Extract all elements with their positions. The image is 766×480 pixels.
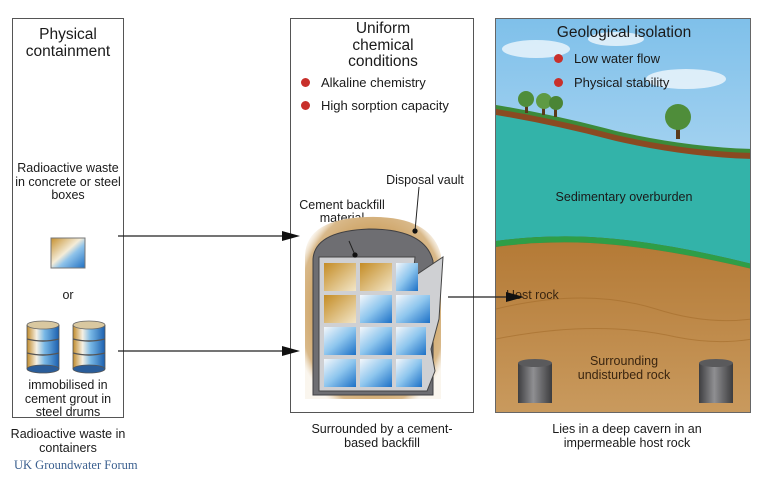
boxes-label: Radioactive waste in concrete or steel b… bbox=[15, 161, 121, 202]
cavern-left bbox=[518, 359, 552, 403]
bullet-physical-stability: Physical stability bbox=[554, 75, 669, 90]
arrow-drums-to-vault bbox=[118, 346, 300, 356]
bullet-alkaline-chemistry: Alkaline chemistry bbox=[301, 75, 426, 90]
caption-containers: Radioactive waste in containers bbox=[10, 427, 126, 455]
geological-isolation-panel: Geological isolation Low water flow Phys… bbox=[495, 18, 751, 413]
bullet-low-water-flow: Low water flow bbox=[554, 51, 660, 66]
waste-package-grid bbox=[324, 263, 430, 387]
geological-isolation-title: Geological isolation bbox=[556, 24, 692, 41]
bullet-text: Physical stability bbox=[574, 75, 670, 90]
bullet-high-sorption: High sorption capacity bbox=[301, 98, 449, 113]
caption-deep-cavern: Lies in a deep cavern in an impermeable … bbox=[552, 422, 702, 450]
cavern-right bbox=[699, 359, 733, 403]
credit-text: UK Groundwater Forum bbox=[14, 458, 138, 472]
bullet-dot bbox=[301, 78, 310, 87]
disposal-vault-diagram bbox=[305, 186, 444, 399]
sedimentary-overburden-label: Sedimentary overburden bbox=[555, 190, 693, 204]
bullet-dot bbox=[301, 101, 310, 110]
surrounding-rock-label: Surrounding undisturbed rock bbox=[577, 354, 671, 382]
caption-backfill: Surrounded by a cement-based backfill bbox=[311, 422, 453, 450]
chemical-conditions-panel: Uniform chemical conditions Alkaline che… bbox=[290, 18, 474, 413]
or-label: or bbox=[62, 288, 74, 302]
disposal-vault-label: Disposal vault bbox=[386, 173, 464, 187]
host-rock bbox=[496, 242, 750, 412]
arrow-boxes-to-vault bbox=[118, 231, 300, 241]
sedimentary-overburden bbox=[496, 115, 750, 264]
steel-drums-icon bbox=[26, 320, 106, 374]
waste-box-icon bbox=[50, 237, 86, 269]
physical-containment-title: Physical containment bbox=[25, 26, 111, 60]
bullet-text: Alkaline chemistry bbox=[321, 75, 426, 90]
bullet-text: High sorption capacity bbox=[321, 98, 449, 113]
trees-icon bbox=[518, 91, 691, 139]
physical-containment-panel: Physical containment Radioactive waste i… bbox=[12, 18, 124, 419]
drums-label: immobilised in cement grout in steel dru… bbox=[24, 378, 112, 419]
geological-cross-section bbox=[496, 19, 750, 412]
bullet-text: Low water flow bbox=[574, 51, 660, 66]
bullet-dot bbox=[554, 54, 563, 63]
arrow-vault-to-host-rock bbox=[448, 292, 524, 302]
bullet-dot bbox=[554, 78, 563, 87]
chemical-conditions-title: Uniform chemical conditions bbox=[348, 20, 418, 71]
